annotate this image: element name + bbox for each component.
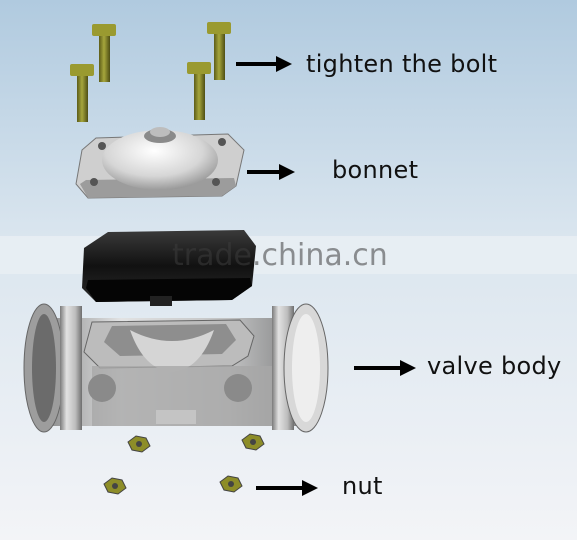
nut-3 (103, 477, 127, 495)
bolt-2 (207, 22, 231, 80)
bolt-1 (92, 24, 116, 82)
nut-4 (219, 475, 243, 493)
right-arrow-icon (247, 164, 295, 180)
right-arrow-icon (256, 480, 318, 496)
valve-body-shape (23, 303, 329, 433)
watermark: trade.china.cn (172, 238, 388, 273)
label-nut: nut (342, 472, 383, 500)
bolt-4 (187, 62, 211, 120)
label-bolt: tighten the bolt (306, 50, 498, 78)
diaphragm-shape (82, 230, 256, 306)
bonnet-shape (75, 127, 245, 199)
right-arrow-icon (236, 56, 292, 72)
label-valve-body: valve body (427, 352, 562, 380)
right-arrow-icon (354, 360, 416, 376)
label-bonnet: bonnet (332, 156, 419, 184)
nut-1 (127, 435, 151, 453)
bolt-3 (70, 64, 94, 122)
nut-2 (241, 433, 265, 451)
